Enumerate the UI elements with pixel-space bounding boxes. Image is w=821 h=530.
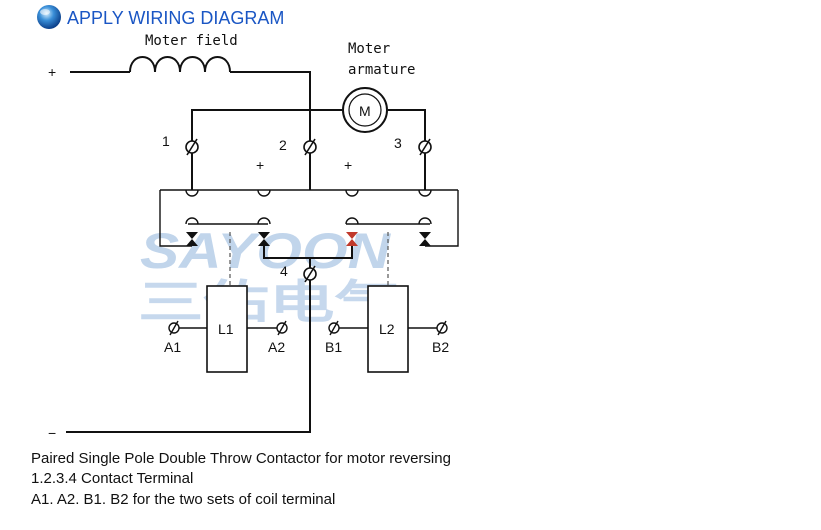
- coil-l1: L1 A1 A2: [164, 232, 288, 373]
- header-title: APPLY WIRING DIAGRAM: [67, 8, 284, 28]
- motor-armature: Moter armature M: [191, 41, 426, 147]
- coil-a1-terminal-icon: [168, 320, 180, 336]
- contact-marker-4-icon: [419, 232, 431, 246]
- motor-symbol-letter: M: [359, 103, 371, 119]
- plus-right-label: +: [344, 157, 352, 173]
- coil-l1-label: L1: [218, 321, 234, 337]
- terminal-3-label: 3: [394, 135, 402, 151]
- plus-left-label: +: [256, 157, 264, 173]
- motor-armature-label-line2: armature: [348, 62, 415, 78]
- coil-b2-label: B2: [432, 339, 449, 355]
- terminal-1-label: 1: [162, 133, 170, 149]
- motor-field-label: Moter field: [145, 33, 238, 49]
- caption-line-3: A1. A2. B1. B2 for the two sets of coil …: [31, 491, 335, 508]
- header: APPLY WIRING DIAGRAM: [37, 5, 284, 29]
- contactor-assembly: [159, 153, 459, 268]
- coil-b2-terminal-icon: [436, 320, 448, 336]
- coil-b1-label: B1: [325, 339, 342, 355]
- terminals-top: 1 2 3 + +: [162, 133, 432, 173]
- watermark-cjk: 三佑电气: [138, 275, 400, 329]
- terminal-2-icon: [303, 138, 317, 156]
- coil-b1-terminal-icon: [328, 320, 340, 336]
- motor-field-coil: [129, 56, 231, 73]
- contact-marker-3-icon: [346, 232, 358, 246]
- armature-wire-right: [388, 109, 426, 147]
- negative-return-wire: [66, 280, 311, 433]
- coil-a2-label: A2: [268, 339, 285, 355]
- terminal-2-label: 2: [279, 137, 287, 153]
- upper-fixed-contacts: [159, 189, 459, 247]
- common-wire: [263, 246, 353, 268]
- coil-l2-label: L2: [379, 321, 395, 337]
- coil-l2-box: [367, 285, 409, 373]
- watermark: SAYOON 三佑电气: [138, 223, 400, 329]
- coil-a2-terminal-icon: [276, 320, 288, 336]
- caption-line-1: Paired Single Pole Double Throw Contacto…: [31, 450, 451, 467]
- coil-l1-box: [206, 285, 248, 373]
- motor-armature-label-line1: Moter: [348, 41, 390, 57]
- terminal-4-label: 4: [280, 263, 288, 279]
- armature-wire: [191, 109, 342, 147]
- contact-marker-1-icon: [186, 232, 198, 246]
- globe-bullet-icon: [37, 5, 61, 29]
- terminal-4-group: 4 −: [48, 263, 317, 441]
- terminal-1-icon: [185, 138, 199, 156]
- caption: Paired Single Pole Double Throw Contacto…: [31, 450, 451, 508]
- contact-marker-2-icon: [258, 232, 270, 246]
- field-to-contactor-wire: [230, 71, 311, 190]
- minus-label: −: [48, 425, 56, 441]
- caption-line-2: 1.2.3.4 Contact Terminal: [31, 470, 193, 487]
- terminal-3-icon: [418, 138, 432, 156]
- plus-top-label: +: [48, 64, 56, 80]
- coil-l2: L2 B1 B2: [325, 232, 449, 373]
- coil-a1-label: A1: [164, 339, 181, 355]
- watermark-latin: SAYOON: [140, 223, 391, 279]
- motor-field-circuit: + Moter field: [48, 33, 311, 190]
